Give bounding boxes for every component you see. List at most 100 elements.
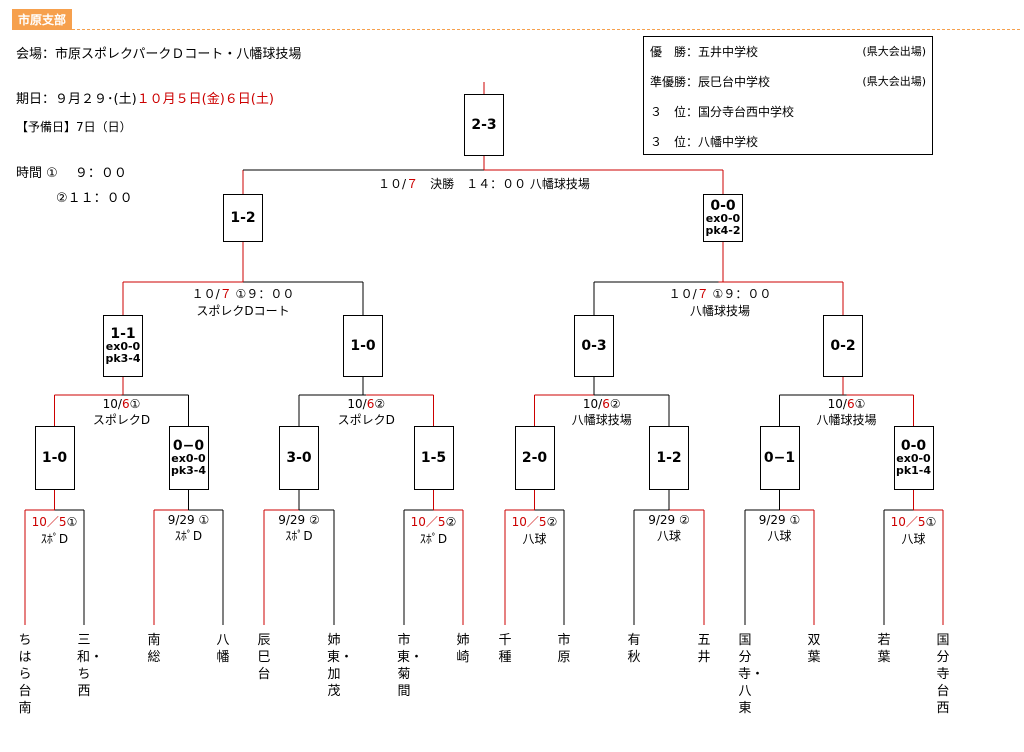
label-text: 10/ [347,397,367,411]
label-line-1: 9/29 ① [168,513,210,527]
r1-score-box: 2-0 [514,426,555,490]
label-line-2: ｽﾎﾟD [419,532,448,546]
label-text: １０/ [191,287,220,301]
label-text: 10/ [827,397,847,411]
label-line-2: 八球 [522,532,547,546]
label-line-2: 八幡球技場 [816,413,877,427]
label-line-2: スポレクD [337,413,395,427]
score-main: 2-0 [521,449,548,466]
team-name: 姉崎 [456,633,470,665]
score-extra: pk1-4 [895,463,932,477]
score-main: 0-0 [710,197,736,214]
label-text: ① [925,515,937,529]
team-name: ちはら台南 [18,633,32,716]
label-red: 10／5 [890,515,926,529]
label-text: 9/29 ② [648,513,690,527]
label-text: ①９：００ [708,287,772,301]
label-red: 6 [121,397,130,411]
label-red: 6 [602,397,610,411]
team-name: 国分寺・八東 [738,633,765,716]
score-main: 1-5 [420,449,447,466]
label-red: 6 [846,397,855,411]
label-text: ② [374,397,386,411]
label-line-2: スポレクDコート [196,304,290,318]
score-extra: pk3-4 [170,463,207,477]
result-runner-up: 準優勝：辰巳台中学校 (県大会出場) [650,75,926,89]
r1-score-box: 0−1 [759,426,800,490]
reserve-day: 【予備日】7日（日） [16,120,132,134]
label-line-2: 八球 [901,532,926,546]
score-main: 1-0 [41,449,68,466]
label-line-2: ｽﾎﾟD [174,529,203,543]
quarter-score-box: 1-0 [343,315,383,377]
label-line-1: 9/29 ① [759,513,801,527]
results-box: 優 勝：五井中学校 (県大会出場) 準優勝：辰巳台中学校 (県大会出場) ３ 位… [643,36,933,155]
label-text: ① [66,515,78,529]
label-line-1: 10／5① [32,513,78,530]
r1-label: 10／5② ｽﾎﾟD [411,513,457,547]
team-name: 国分寺台西 [936,633,950,716]
r1-label: 10／5② 八球 [512,513,558,547]
label-line-2: 八幡球技場 [689,304,751,318]
label-line-2: 八幡球技場 [571,413,632,427]
label-text: ② [445,515,457,529]
quarter-score-box: 0-3 [574,315,614,377]
score-main: 1-1 [110,325,136,342]
score-main: 0-2 [830,337,856,354]
team-name: 双葉 [807,633,821,665]
team-name: 五井 [697,633,711,665]
score-main: 2-3 [471,116,497,133]
header-divider [12,29,1020,30]
team-name: 辰巳台 [257,633,271,682]
r1-score-box: 1-2 [649,426,689,490]
label-line-2: 八球 [656,529,681,543]
r1-label: 10／5① 八球 [891,513,937,547]
label-text: 10/ [102,397,122,411]
label-line-1: 10／5① [891,513,937,530]
score-extra: ex0-0 [705,211,741,225]
label-line-1: 10／5② [512,513,558,530]
score-extra: ex0-0 [105,339,141,353]
label-line-2: 八球 [767,529,792,543]
label-red: ７ [219,287,232,301]
label-line-1: 10/6② [338,397,395,411]
time-line-2: ②１１：００ [56,191,133,206]
score-main: 1-0 [350,337,376,354]
label-line-2: スポレクD [92,413,151,427]
label-text: 9/29 ① [167,513,210,527]
date-prefix: 期日：９月２９･(土) [16,92,137,107]
time-line-1: 時間 ① ９：００ [16,166,127,181]
label-line-1: 10／5② [411,513,457,530]
score-main: 1-2 [230,209,256,226]
result-champion: 優 勝：五井中学校 (県大会出場) [650,45,926,59]
team-name: 八幡 [216,633,230,665]
quarter-score-box: 0-2 [823,315,863,377]
score-main: 1-2 [656,449,682,466]
team-name: 有秋 [627,633,641,665]
date-red: １０月５日(金)６日(土) [136,92,274,107]
date-text: 期日：９月２９･(土)１０月５日(金)６日(土) [16,88,274,107]
team-name: 千種 [498,633,512,665]
label-red: ７ [696,287,709,301]
label-line-1: 10/6① [816,397,876,411]
result-third-2: ３ 位：八幡中学校 [650,135,759,149]
score-extra: pk3-4 [105,351,141,365]
venue-text: 会場：市原スポレクパークＤコート・八幡球技場 [16,47,302,62]
team-name: 市東・菊間 [397,633,424,699]
label-line-1: 9/29 ② [648,513,690,527]
team-name: 若葉 [877,633,891,665]
team-name: 姉東・加茂 [327,633,354,699]
r1-score-box: 1-0 [34,426,75,490]
label-line-1: １０/７ 決勝 １４：００ 八幡球技場 [378,175,590,192]
label-red: ７ [406,177,419,191]
label-text: 10/ [582,397,603,411]
score-main: 3-0 [286,449,312,466]
label-text: ① [129,397,141,411]
label-red: 10／5 [31,515,67,529]
score-extra: ex0-0 [171,451,206,465]
